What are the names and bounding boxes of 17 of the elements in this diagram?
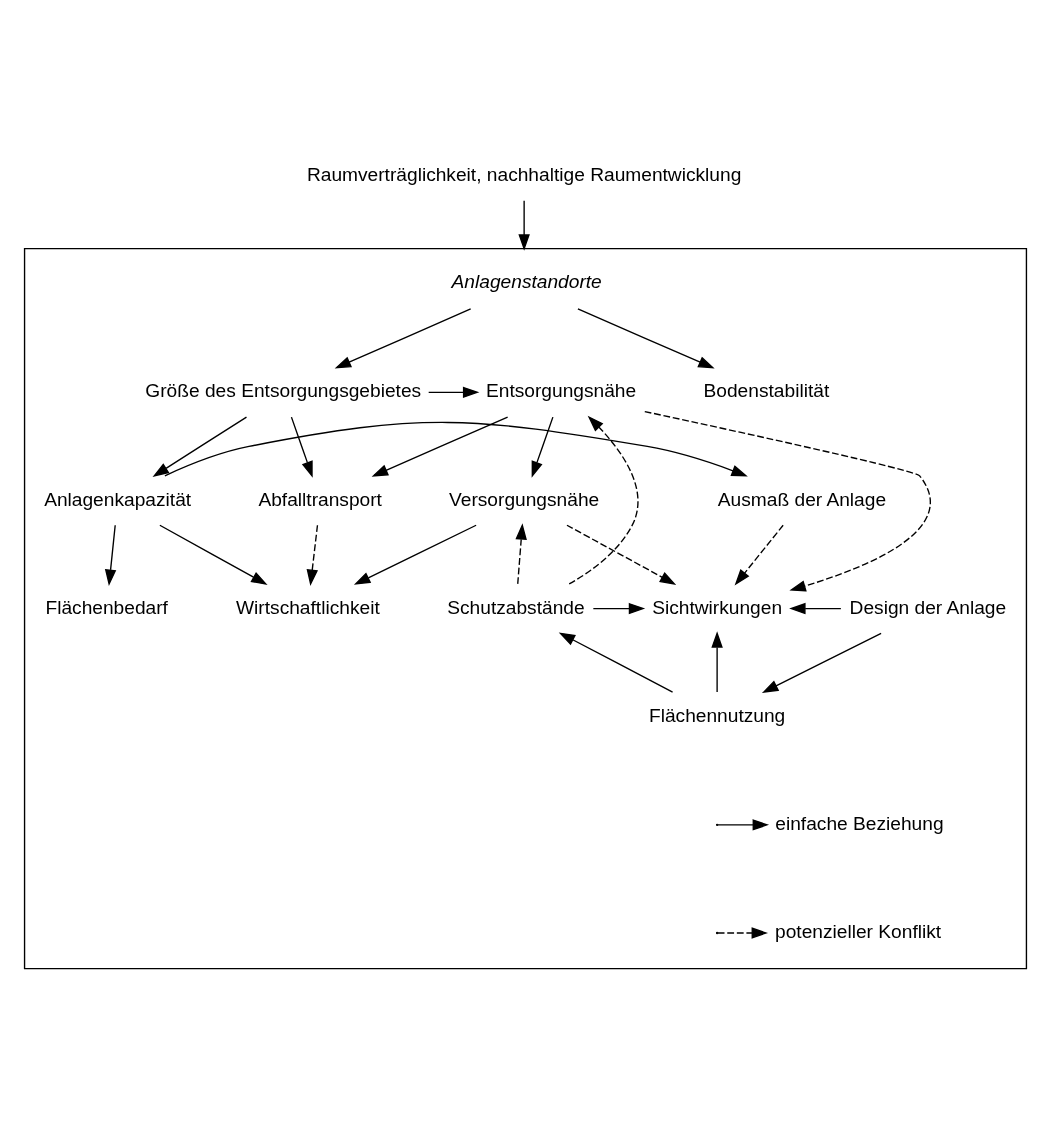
node-text: Anlagenkapazität	[44, 488, 192, 510]
node-text: Entsorgungsnähe	[485, 380, 637, 402]
node-text: Flächennutzung	[648, 704, 786, 726]
node-text: Versorgungsnähe	[449, 488, 600, 510]
node-text: Raumverträglichkeit, nachhaltige Raumentwicklung	[306, 164, 742, 186]
node-text: Flächenbedarf	[45, 596, 168, 618]
node-text: Sichtwirkungen	[652, 596, 783, 618]
node-text: Ausmaß der Anlage	[717, 488, 887, 510]
legend-label: potenzieller Konflikt	[775, 921, 942, 943]
legend-label: einfache Beziehung	[775, 812, 944, 834]
node-text: Bodenstabilität	[703, 380, 830, 402]
node-text: Abfalltransport	[258, 488, 382, 510]
node-text: Wirtschaftlichkeit	[236, 596, 380, 618]
node-text: Schutzabstände	[447, 596, 585, 618]
node-text: Größe des Entsorgungsgebietes	[145, 380, 422, 402]
node-text: Design der Anlage	[849, 596, 1007, 618]
node-text: Anlagenstandorte	[451, 270, 602, 292]
